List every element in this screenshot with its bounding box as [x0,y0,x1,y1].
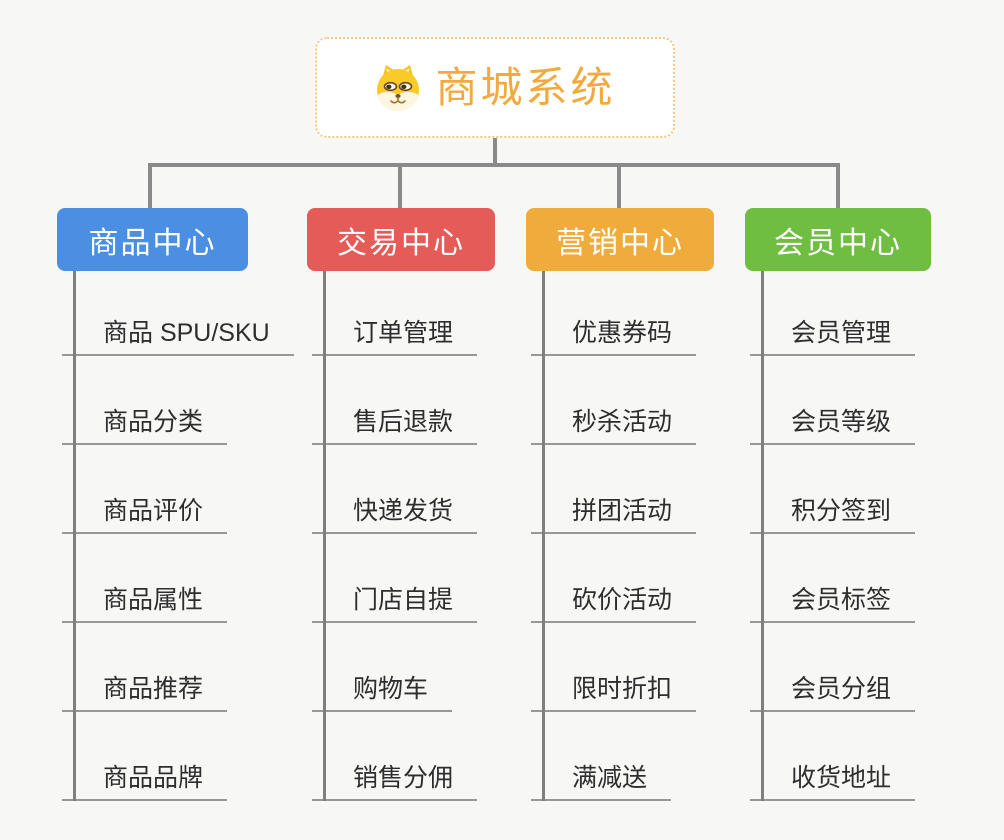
leaf-label[interactable]: 砍价活动 [531,580,697,623]
leaf-label[interactable]: 商品 SPU/SKU [62,313,294,356]
leaf-item: 限时折扣 [531,623,714,712]
branch-node-product-center[interactable]: 商品中心 [57,208,248,271]
leaf-item: 商品 SPU/SKU [62,271,294,356]
leaf-label[interactable]: 购物车 [312,669,453,712]
leaf-label[interactable]: 秒杀活动 [531,402,697,445]
connector-bus [148,163,840,167]
leaf-label[interactable]: 商品推荐 [62,669,228,712]
leaf-item: 购物车 [312,623,495,712]
leaf-label[interactable]: 会员标签 [750,580,916,623]
root-node[interactable]: 商城系统 [315,37,675,138]
branch-leaves-product: 商品 SPU/SKU 商品分类 商品评价 商品属性 商品推荐 商品品牌 [62,271,294,801]
root-title: 商城系统 [435,63,616,111]
leaf-item: 会员管理 [750,271,931,356]
leaf-item: 优惠券码 [531,271,714,356]
leaf-item: 会员标签 [750,534,931,623]
leaf-item: 商品分类 [62,356,248,445]
leaf-label[interactable]: 会员管理 [750,313,916,356]
leaf-item: 砍价活动 [531,534,714,623]
leaf-item: 商品品牌 [62,712,248,801]
connector-drop-member [836,163,840,208]
branch-node-marketing-center[interactable]: 营销中心 [526,208,714,271]
connector-drop-trade [398,163,402,208]
branch-node-member-center[interactable]: 会员中心 [745,208,931,271]
leaf-label[interactable]: 优惠券码 [531,313,697,356]
leaf-item: 会员分组 [750,623,931,712]
leaf-item: 会员等级 [750,356,931,445]
leaf-label[interactable]: 销售分佣 [312,758,478,801]
leaf-label[interactable]: 满减送 [531,758,672,801]
branch-member-center: 会员中心 会员管理 会员等级 积分签到 会员标签 会员分组 收货地址 [745,208,931,801]
leaf-item: 秒杀活动 [531,356,714,445]
branch-label: 营销中心 [556,226,684,260]
branch-leaves-trade: 订单管理 售后退款 快递发货 门店自提 购物车 销售分佣 [312,271,495,801]
leaf-label[interactable]: 限时折扣 [531,669,697,712]
leaf-item: 商品评价 [62,445,248,534]
connector-root-trunk [493,138,497,167]
connector-drop-product [148,163,152,208]
branch-label: 商品中心 [88,226,217,260]
leaf-item: 订单管理 [312,271,495,356]
leaf-item: 满减送 [531,712,714,801]
connector-drop-marketing [617,163,621,208]
branch-marketing-center: 营销中心 优惠券码 秒杀活动 拼团活动 砍价活动 限时折扣 满减送 [526,208,714,801]
leaf-label[interactable]: 商品属性 [62,580,228,623]
branch-leaves-member: 会员管理 会员等级 积分签到 会员标签 会员分组 收货地址 [750,271,931,801]
branch-label: 交易中心 [337,226,465,260]
leaf-item: 快递发货 [312,445,495,534]
leaf-label[interactable]: 门店自提 [312,580,478,623]
leaf-label[interactable]: 收货地址 [750,758,916,801]
leaf-label[interactable]: 拼团活动 [531,491,697,534]
leaf-item: 拼团活动 [531,445,714,534]
leaf-label[interactable]: 商品品牌 [62,758,228,801]
branch-label: 会员中心 [774,226,902,260]
branch-product-center: 商品中心 商品 SPU/SKU 商品分类 商品评价 商品属性 商品推荐 商品品牌 [57,208,294,801]
branch-trade-center: 交易中心 订单管理 售后退款 快递发货 门店自提 购物车 销售分佣 [307,208,495,801]
leaf-item: 销售分佣 [312,712,495,801]
leaf-label[interactable]: 商品分类 [62,402,228,445]
leaf-item: 售后退款 [312,356,495,445]
branch-leaves-marketing: 优惠券码 秒杀活动 拼团活动 砍价活动 限时折扣 满减送 [531,271,714,801]
leaf-label[interactable]: 订单管理 [312,313,478,356]
leaf-label[interactable]: 快递发货 [312,491,478,534]
branch-node-trade-center[interactable]: 交易中心 [307,208,495,271]
leaf-label[interactable]: 商品评价 [62,491,228,534]
shiba-dog-icon [377,64,420,111]
leaf-item: 商品推荐 [62,623,248,712]
leaf-label[interactable]: 会员分组 [750,669,916,712]
leaf-item: 门店自提 [312,534,495,623]
leaf-item: 商品属性 [62,534,248,623]
leaf-item: 积分签到 [750,445,931,534]
leaf-item: 收货地址 [750,712,931,801]
leaf-label[interactable]: 售后退款 [312,402,478,445]
leaf-label[interactable]: 会员等级 [750,402,916,445]
leaf-label[interactable]: 积分签到 [750,491,916,534]
